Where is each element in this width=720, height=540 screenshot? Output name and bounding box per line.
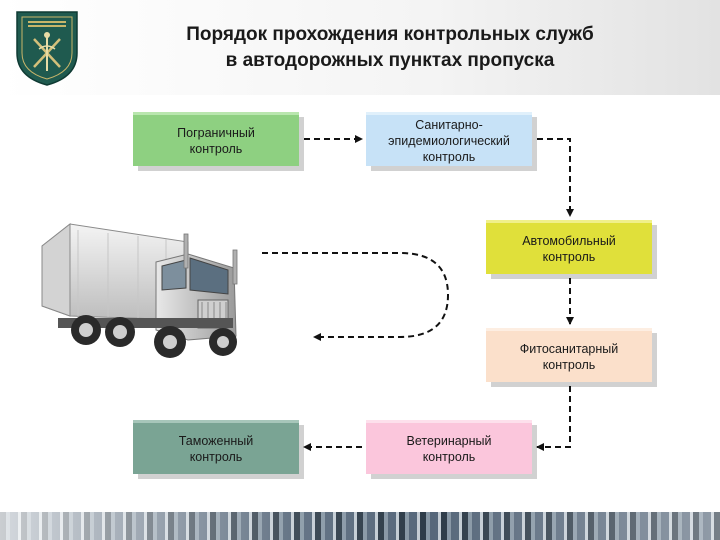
arrow-sanitary-to-auto [537,138,574,217]
customs-emblem-icon [14,9,80,87]
phyto-control-box: Фитосанитарный контроль [486,328,652,382]
truck-icon [38,220,248,375]
vet-control-label: Ветеринарный контроль [406,433,492,464]
arrow-phyto-to-vet [536,386,571,451]
border-control-box: Пограничный контроль [133,112,299,166]
vet-control-box: Ветеринарный контроль [366,420,532,474]
sanitary-control-box: Санитарно- эпидемиологический контроль [366,112,532,166]
title-line-1: Порядок прохождения контрольных служб [186,24,594,45]
auto-control-box: Автомобильный контроль [486,220,652,274]
arrow-loop-to-truck [262,252,450,341]
customs-control-label: Таможенный контроль [178,433,254,464]
phyto-control-label: Фитосанитарный контроль [519,341,619,372]
footer-fade [0,512,720,540]
customs-control-box: Таможенный контроль [133,420,299,474]
auto-control-label: Автомобильный контроль [522,233,616,264]
page-title: Порядок прохождения контрольных служб в … [110,22,670,74]
title-line-2: в автодорожных пунктах пропуска [225,50,555,71]
header-band [0,0,720,95]
border-control-label: Пограничный контроль [177,125,255,156]
sanitary-control-label: Санитарно- эпидемиологический контроль [388,117,510,164]
